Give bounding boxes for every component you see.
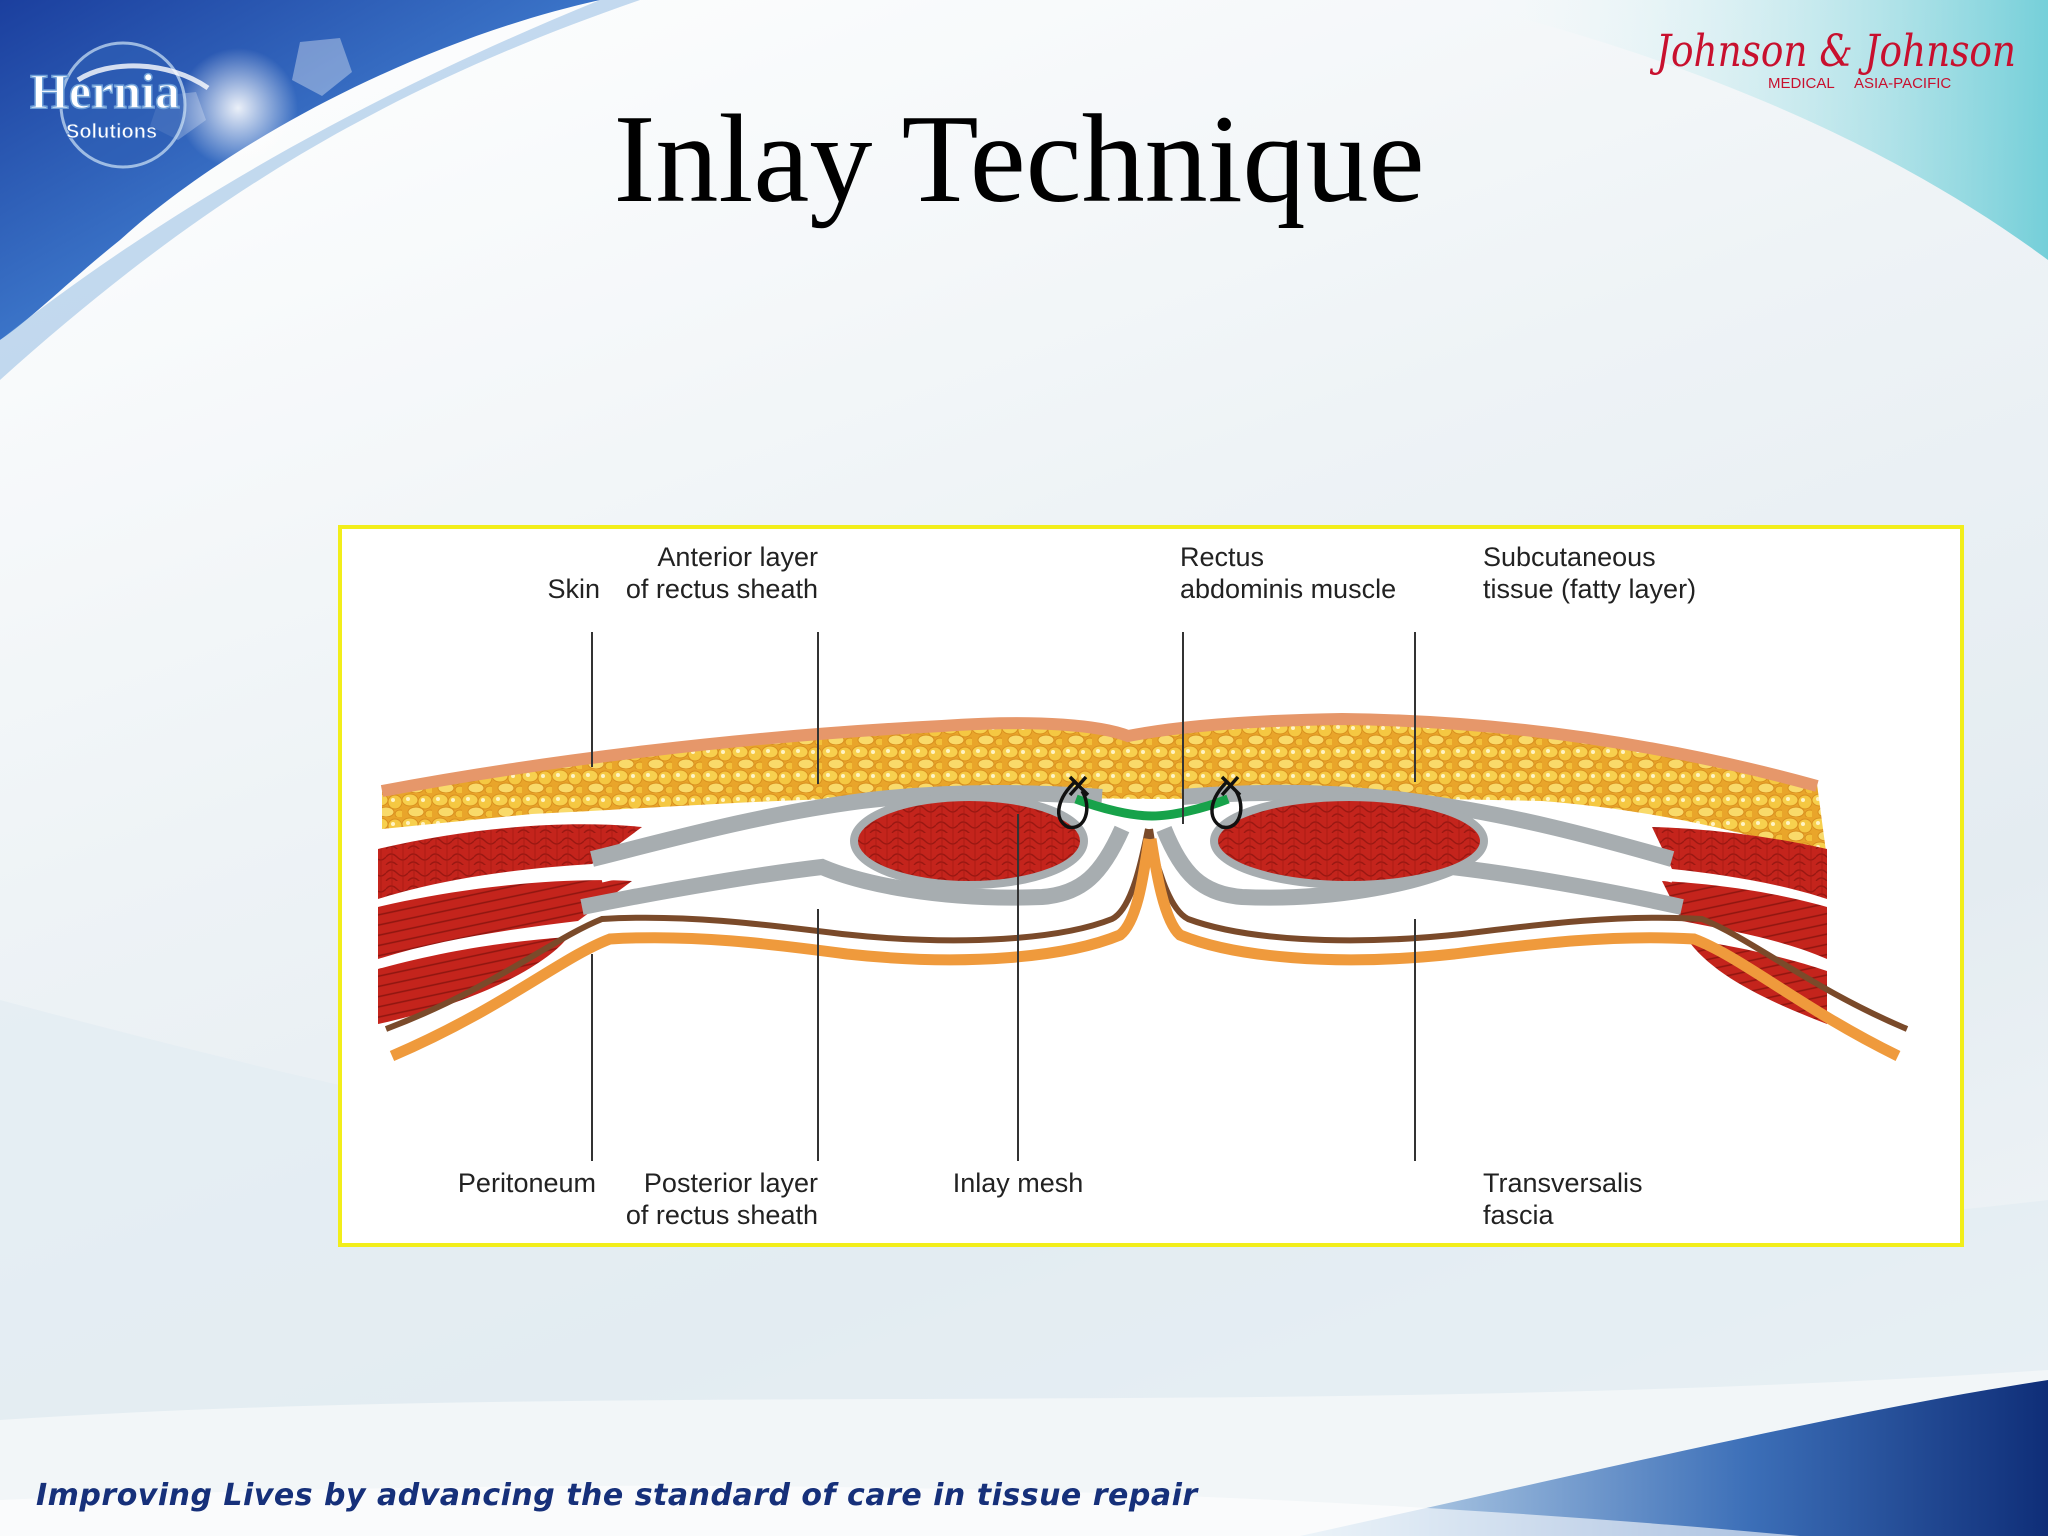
right-rectus-muscle [1210, 793, 1488, 889]
left-external-oblique [378, 824, 642, 899]
left-rectus-muscle [850, 793, 1088, 889]
transversalis-fascia [384, 828, 1909, 1032]
fat-layer [382, 717, 1827, 859]
svg-text:Johnson & Johnson: Johnson & Johnson [1650, 26, 2016, 77]
left-internal-oblique [378, 880, 632, 959]
right-transversus [1687, 939, 1827, 1024]
right-suture-icon [1210, 775, 1243, 830]
leader-lines [591, 632, 1416, 1161]
johnson-and-johnson-logo: Johnson & Johnson MEDICAL ASIA-PACIFIC [1650, 26, 2016, 92]
left-transversus [378, 937, 568, 1024]
inlay-mesh [1074, 794, 1230, 821]
label-skin: Skin [547, 574, 600, 604]
slide-title: Inlay Technique [613, 90, 1425, 229]
svg-text:Hernia: Hernia [30, 63, 180, 119]
abdominal-wall-cross-section [378, 632, 1909, 1161]
hernia-solutions-logo: Hernia Solutions [29, 41, 210, 169]
svg-text:ASIA-PACIFIC: ASIA-PACIFIC [1854, 75, 1951, 92]
label-inlay-mesh: Inlay mesh [952, 1168, 1084, 1198]
left-sheath [590, 784, 1103, 867]
label-peritoneum: Peritoneum [457, 1168, 596, 1198]
peritoneum-layer [389, 838, 1901, 1062]
skin-layer [380, 712, 1819, 797]
footer-tagline: Improving Lives by advancing the standar… [36, 1478, 1198, 1513]
left-suture-icon [1057, 775, 1090, 830]
svg-text:Solutions: Solutions [66, 121, 157, 143]
svg-text:MEDICAL: MEDICAL [1768, 75, 1835, 92]
left-sheath-lower [580, 825, 1130, 915]
right-external-oblique [1652, 827, 1827, 899]
right-internal-oblique [1662, 881, 1827, 959]
